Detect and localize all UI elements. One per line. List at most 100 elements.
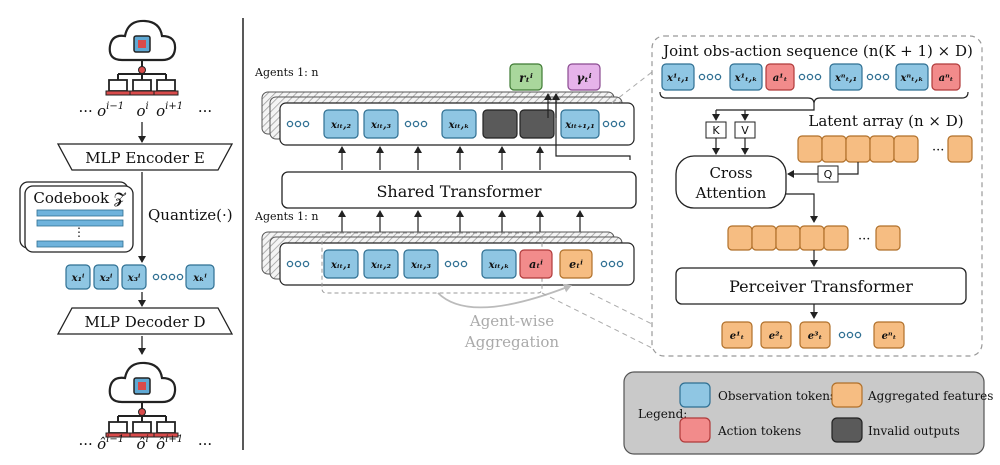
bottom-token-3-label: xᵢₜ,₃ [410,260,432,271]
top-token-1 [323,109,359,139]
legend-agg-label: Aggregated features [867,389,993,403]
cloud-network-icon-bottom [104,361,180,439]
top-ellipsis-dot [404,120,412,128]
left-panel: ··· oi−1 oi oi+1 ··· MLP Encoder E Codeb… [19,19,234,453]
quantize-label: Quantize(·) [148,206,233,224]
legend: Legend: Observation tokens Action tokens… [623,371,993,455]
bottom-token-1-label: xᵢₜ,₁ [330,260,351,271]
top-token-next-label: xᵢₜ₊₁,₁ [564,120,595,131]
top-token-1-label: xᵢₜ,₂ [330,120,352,131]
bottom-ellipsis-dot [600,260,608,268]
left-token-1 [65,264,91,290]
output-token-2-label: e²ₜ [769,331,784,342]
joint-token-n-1 [829,63,863,91]
joint-ellipsis-dot [866,73,874,81]
latent-cell-2 [821,135,847,163]
cloud-network-icon [104,19,180,97]
joint-sequence-title: Joint obs-action sequence (n(K + 1) × D) [661,42,973,60]
invalid-output-2 [519,109,555,139]
mlp-decoder [56,307,234,335]
top-token-2 [363,109,399,139]
joint-ellipsis-dot [698,73,706,81]
top-ellipsis-dot [412,120,420,128]
bottom-token-2-label: xᵢₜ,₂ [370,260,392,271]
observations-top: ··· oi−1 oi oi+1 ··· [78,95,212,120]
output-ellipsis-dot [854,331,862,339]
latent-cell-n [947,135,973,163]
legend-title: Legend: [638,407,687,421]
latent-array-label: Latent array (n × D) [808,112,963,130]
bottom-ellipsis-dot [608,260,616,268]
top-token-row: xᵢₜ,₂ xᵢₜ,₃ xᵢₜ,ₖ xᵢₜ₊₁,₁ [286,109,626,139]
bottom-action-token-label: aₜⁱ [529,258,543,271]
left-token-k [185,264,215,290]
output-latent-ellipsis: ··· [858,232,870,247]
aggregation-label: Aggregation [464,333,559,351]
bottom-ellipsis-dot [286,260,294,268]
legend-action-swatch [679,417,711,443]
output-latent-cell-3 [775,225,801,251]
aggregation-arrow [437,283,572,309]
joint-ellipsis-dot [882,73,890,81]
legend-agg-swatch [831,382,863,408]
joint-token-1-1 [661,63,695,91]
reward-token [509,63,543,91]
top-token-k-label: xᵢₜ,ₖ [448,120,470,131]
left-token-3 [121,264,147,290]
output-token-n-label: eⁿₜ [882,331,897,342]
joint-token-n-k-label: xⁿₜ,ₖ [900,73,924,84]
joint-ellipsis-dot [798,73,806,81]
bottom-agg-token-label: eₜⁱ [569,258,583,271]
top-ellipsis-dot [302,120,310,128]
joint-token-1-1-label: x¹ₜ,₁ [666,73,689,84]
mlp-encoder [56,143,234,171]
bottom-ellipsis-dot [302,260,310,268]
svg-text:V: V [741,124,749,137]
joint-token-n-1-label: xⁿₜ,₁ [834,73,857,84]
top-token-k [441,109,477,139]
gamma-token [567,63,601,91]
svg-text:K: K [712,124,720,137]
output-latent-cell-5 [823,225,849,251]
joint-token-1-k [729,63,763,91]
left-token-2 [93,264,119,290]
invalid-output-1 [482,109,518,139]
left-ellipsis-dot [160,273,168,281]
top-ellipsis-dot [602,120,610,128]
bottom-ellipsis-dot [452,260,460,268]
agents-label-top: Agents 1: n [254,66,318,79]
top-token-2-label: xᵢₜ,₃ [370,120,392,131]
cross-attention-label-2: Attention [695,184,767,202]
legend-obs-swatch [679,382,711,408]
joint-ellipsis-dot [814,73,822,81]
latent-cell-1 [797,135,823,163]
observations-bottom: ··· ôi−1 ôi ôi+1 ··· [78,428,212,453]
output-ellipsis-dot [846,331,854,339]
left-ellipsis-dot [152,273,160,281]
left-token-k-label: xₖⁱ [192,273,207,284]
legend-box [623,371,985,455]
latent-array: ··· [797,135,973,163]
joint-ellipsis-dot [706,73,714,81]
output-token-3 [799,321,831,349]
output-latent-cell-4 [799,225,825,251]
left-token-1-label: x₁ⁱ [71,273,85,284]
left-ellipsis-dot [176,273,184,281]
output-latent-cell-2 [751,225,777,251]
codebook-label: Codebook 𝓩 [33,189,127,207]
cross-attention [675,155,787,209]
left-ellipsis-dot [168,273,176,281]
legend-invalid-swatch [831,417,863,443]
aggregation-selection [321,232,543,294]
output-token-3-label: e³ₜ [808,331,823,342]
legend-invalid-label: Invalid outputs [868,424,960,438]
agent-wise-label: Agent-wise [469,312,554,330]
bottom-agg-token [559,249,593,279]
bottom-token-2 [363,249,399,279]
top-ellipsis-dot [286,120,294,128]
latent-cell-5 [893,135,919,163]
output-token-1 [721,321,753,349]
